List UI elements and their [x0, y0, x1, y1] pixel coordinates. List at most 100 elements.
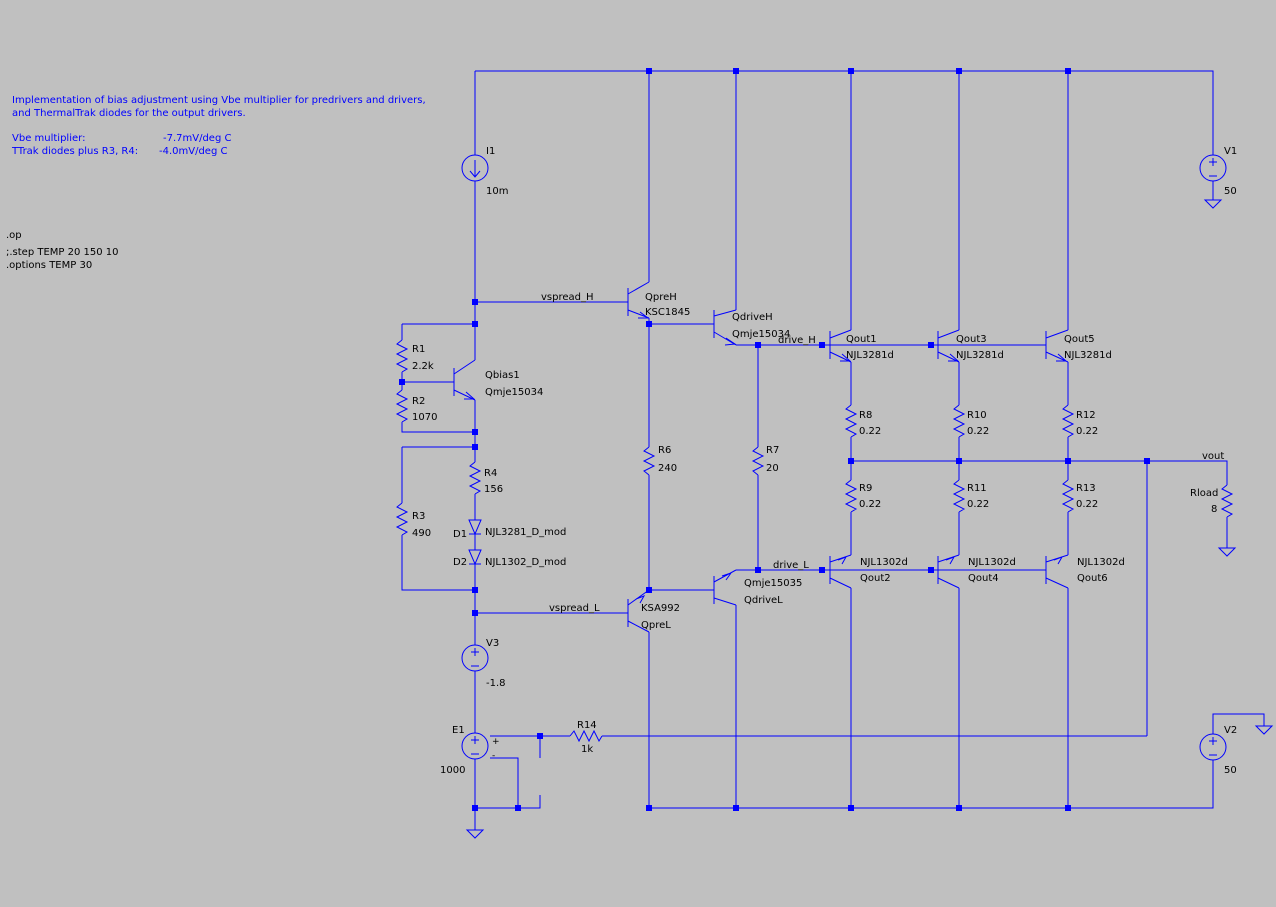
r2-value: 1070 [412, 412, 437, 423]
transistor-qout1[interactable]: Qout1 NJL3281d [829, 329, 894, 363]
r12-name: R12 [1076, 410, 1096, 421]
r7-value: 20 [766, 463, 779, 474]
qout2-value: NJL1302d [860, 557, 908, 568]
resistor-r14[interactable]: R14 1k [569, 720, 603, 755]
resistor-r1[interactable]: R1 2.2k [395, 339, 434, 373]
qprel-value: KSA992 [641, 603, 680, 614]
qpreh-name: QpreH [645, 292, 677, 303]
transistor-qout6[interactable]: NJL1302d Qout6 [1045, 554, 1125, 589]
transistor-qdriveh[interactable]: QdriveH Qmje15034 [713, 309, 790, 346]
qout5-value: NJL3281d [1064, 350, 1112, 361]
resistor-r7[interactable]: R7 20 [751, 445, 779, 476]
directive-options[interactable]: .options TEMP 30 [6, 260, 92, 271]
net-vspread-h[interactable]: vspread_H [541, 292, 594, 303]
ground-icon-v2 [1254, 725, 1274, 735]
r3-value: 490 [412, 528, 431, 539]
d2-name: D2 [453, 557, 467, 568]
qout3-name: Qout3 [956, 334, 987, 345]
v2-name: V2 [1224, 725, 1237, 736]
voltage-source-v1[interactable]: V1 50 [1199, 146, 1237, 197]
current-source-i1[interactable]: I1 10m [461, 146, 508, 197]
r4-name: R4 [484, 468, 497, 479]
directive-step[interactable]: ;.step TEMP 20 150 10 [6, 247, 119, 258]
v3-value: -1.8 [486, 678, 506, 689]
transistor-qout4[interactable]: NJL1302d Qout4 [937, 554, 1016, 589]
transistor-qdrivel[interactable]: Qmje15035 QdriveL [713, 569, 802, 606]
e1-minus-icon: - [492, 751, 495, 761]
transistor-qout5[interactable]: Qout5 NJL3281d [1045, 329, 1112, 363]
transistor-qout2[interactable]: NJL1302d Qout2 [829, 554, 908, 589]
voltage-source-v3[interactable]: V3 -1.8 [461, 638, 506, 689]
v3-name: V3 [486, 638, 499, 649]
qout1-name: Qout1 [846, 334, 877, 345]
resistor-r6[interactable]: R6 240 [642, 445, 677, 476]
v2-value: 50 [1224, 765, 1237, 776]
resistor-r9[interactable]: R9 0.22 [844, 479, 881, 513]
e1-value: 1000 [440, 765, 465, 776]
transistor-qpreh[interactable]: QpreH KSC1845 [627, 281, 690, 319]
net-vout[interactable]: vout [1202, 451, 1224, 462]
net-vspread-l[interactable]: vspread_L [549, 603, 600, 614]
directive-op[interactable]: .op [6, 230, 22, 241]
qpreh-value: KSC1845 [645, 307, 690, 318]
r2-name: R2 [412, 396, 425, 407]
r10-name: R10 [967, 410, 987, 421]
d2-value: NJL1302_D_mod [485, 557, 566, 568]
wires [401, 70, 1265, 830]
transistor-qout3[interactable]: Qout3 NJL3281d [937, 329, 1004, 363]
resistor-r8[interactable]: R8 0.22 [844, 404, 881, 438]
net-drive-l[interactable]: drive_L [773, 560, 809, 571]
resistor-rload[interactable]: Rload 8 [1190, 484, 1234, 518]
transistor-qprel[interactable]: KSA992 QpreL [627, 589, 680, 633]
i1-value: 10m [486, 186, 508, 197]
i1-name: I1 [486, 146, 495, 157]
r6-name: R6 [658, 445, 671, 456]
r14-value: 1k [581, 744, 593, 755]
e1-plus-icon: + [492, 737, 500, 747]
r1-value: 2.2k [412, 361, 434, 372]
rload-name: Rload [1190, 488, 1218, 499]
r6-value: 240 [658, 463, 677, 474]
qbias1-value: Qmje15034 [485, 387, 543, 398]
resistor-r12[interactable]: R12 0.22 [1061, 404, 1098, 438]
ground-icons [465, 199, 1274, 839]
voltage-source-v2[interactable]: V2 50 [1199, 725, 1237, 776]
r11-name: R11 [967, 483, 987, 494]
d1-name: D1 [453, 529, 467, 540]
qout1-value: NJL3281d [846, 350, 894, 361]
ground-icon-v1 [1203, 199, 1223, 209]
diode-d1[interactable]: D1 NJL3281_D_mod [453, 519, 566, 540]
r14-name: R14 [577, 720, 597, 731]
r1-name: R1 [412, 344, 425, 355]
qdrivel-name: QdriveL [744, 595, 783, 606]
resistor-r10[interactable]: R10 0.22 [952, 404, 989, 438]
transistor-qbias1[interactable]: Qbias1 Qmje15034 [444, 359, 543, 401]
r13-name: R13 [1076, 483, 1096, 494]
net-drive-h[interactable]: drive_H [778, 335, 816, 346]
qdriveh-name: QdriveH [732, 312, 773, 323]
resistor-r13[interactable]: R13 0.22 [1061, 479, 1098, 513]
r8-name: R8 [859, 410, 872, 421]
qout6-name: Qout6 [1077, 573, 1108, 584]
d1-value: NJL3281_D_mod [485, 527, 566, 538]
rload-value: 8 [1211, 504, 1217, 515]
resistor-r3[interactable]: R3 490 [395, 502, 431, 539]
ttrak-value: -4.0mV/deg C [159, 146, 227, 157]
v1-value: 50 [1224, 186, 1237, 197]
qdriveh-value: Qmje15034 [732, 329, 790, 340]
qdrivel-value: Qmje15035 [744, 578, 802, 589]
r4-value: 156 [484, 484, 503, 495]
resistor-r4[interactable]: R4 156 [468, 461, 503, 495]
diode-d2[interactable]: D2 NJL1302_D_mod [453, 549, 566, 568]
vcvs-e1[interactable]: + - E1 1000 [440, 725, 500, 776]
qout2-name: Qout2 [860, 573, 891, 584]
resistor-r2[interactable]: R2 1070 [395, 389, 437, 423]
qout4-name: Qout4 [968, 573, 999, 584]
junction-dots [399, 68, 1150, 811]
r9-name: R9 [859, 483, 872, 494]
qbias1-name: Qbias1 [485, 370, 520, 381]
resistor-r11[interactable]: R11 0.22 [952, 479, 989, 513]
r12-value: 0.22 [1076, 426, 1098, 437]
comment-line-2: and ThermalTrak diodes for the output dr… [12, 108, 246, 119]
r7-name: R7 [766, 445, 779, 456]
